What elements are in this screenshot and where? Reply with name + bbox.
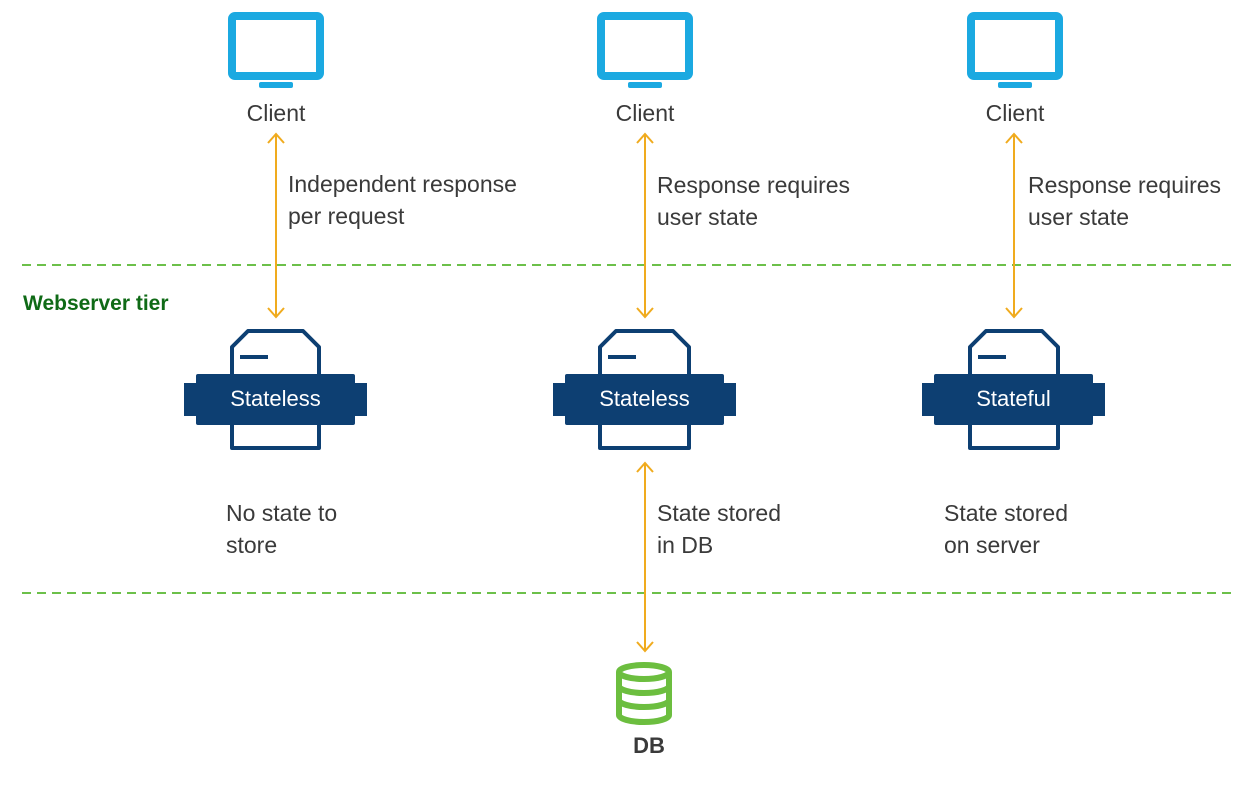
server-label: Stateless bbox=[599, 386, 690, 411]
state-description-line: No state to bbox=[226, 500, 338, 526]
database-label: DB bbox=[633, 733, 665, 758]
state-description: State stored on server bbox=[944, 497, 1068, 561]
client-monitor-icon bbox=[971, 16, 1059, 88]
request-description-line: Independent response bbox=[288, 171, 517, 197]
request-arrow bbox=[636, 132, 654, 319]
request-description: Response requires user state bbox=[1028, 169, 1221, 233]
state-description: No state to store bbox=[226, 497, 337, 561]
db-arrow bbox=[636, 461, 654, 653]
client-monitor-icon bbox=[232, 16, 320, 88]
state-description-line: State stored bbox=[657, 500, 782, 526]
request-description-line: user state bbox=[657, 204, 758, 230]
client-label: Client bbox=[985, 100, 1045, 126]
request-description-line: Response requires bbox=[1028, 172, 1222, 198]
state-description-line: store bbox=[226, 532, 278, 558]
server-icon: Stateless bbox=[553, 329, 736, 450]
client-label: Client bbox=[615, 100, 675, 126]
server-icon: Stateless bbox=[184, 329, 367, 450]
server-label: Stateless bbox=[230, 386, 321, 411]
request-description: Response requires user state bbox=[657, 169, 850, 233]
server-icon: Stateful bbox=[922, 329, 1105, 450]
state-description: State stored in DB bbox=[657, 497, 781, 561]
client-label: Client bbox=[246, 100, 306, 126]
tier-label: Webserver tier bbox=[23, 292, 169, 315]
client-monitor-icon bbox=[601, 16, 689, 88]
request-description-line: per request bbox=[288, 203, 405, 229]
database-icon bbox=[616, 662, 672, 725]
request-description-line: user state bbox=[1028, 204, 1129, 230]
server-label: Stateful bbox=[976, 386, 1051, 411]
state-description-line: State stored bbox=[944, 500, 1069, 526]
request-arrow bbox=[267, 132, 285, 319]
request-arrow bbox=[1005, 132, 1023, 319]
state-description-line: in DB bbox=[657, 532, 714, 558]
request-description: Independent response per request bbox=[288, 168, 517, 232]
state-description-line: on server bbox=[944, 532, 1040, 558]
request-description-line: Response requires bbox=[657, 172, 851, 198]
